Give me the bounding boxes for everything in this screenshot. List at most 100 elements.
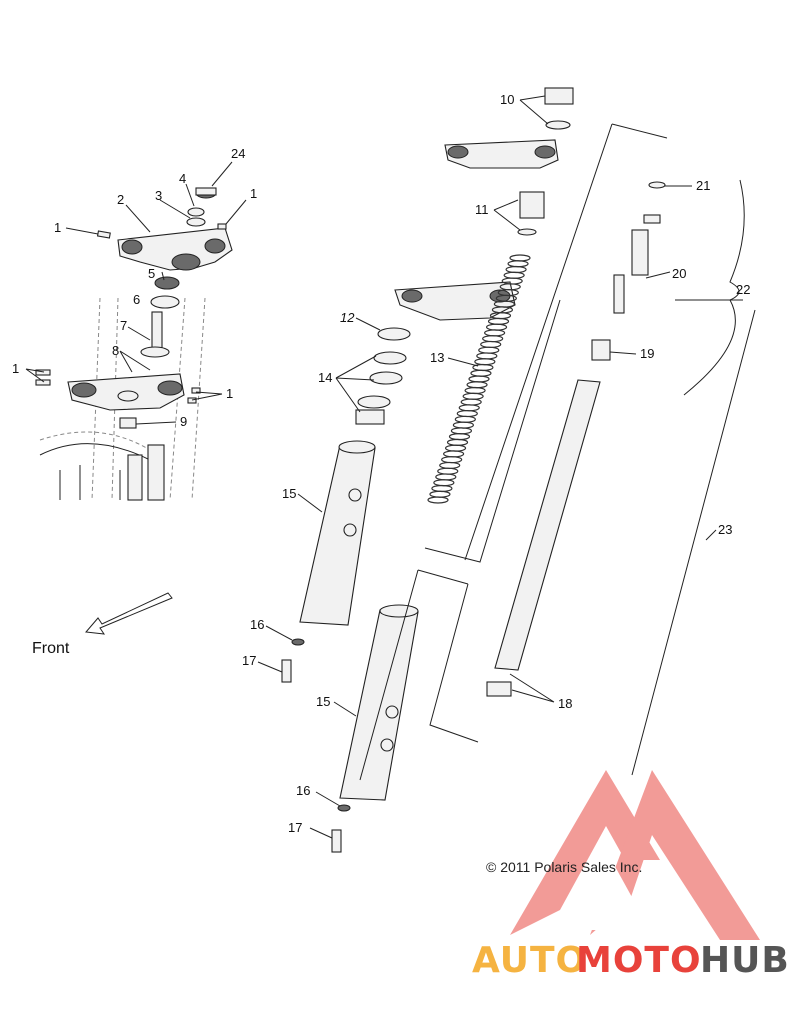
bolt-1a (96, 230, 111, 239)
label-part-15b: 15 (316, 694, 330, 709)
label-part-18: 18 (558, 696, 572, 711)
label-part-13: 13 (430, 350, 444, 365)
spring-coil (482, 335, 504, 343)
spring-coil (444, 444, 467, 452)
fork-leg-15b (339, 604, 419, 801)
oring-10 (545, 120, 571, 130)
spring-coil (505, 265, 527, 274)
bolt-1d (35, 379, 51, 386)
upper-triple-clamp-right (444, 139, 559, 169)
callout-labels: 1 2 3 4 24 1 5 6 7 8 1 1 9 10 11 12 13 1… (12, 92, 750, 835)
bolt-1e (191, 387, 201, 394)
spring-coil (507, 260, 529, 268)
spring-coil (476, 352, 498, 360)
spring-coil (456, 409, 478, 418)
watermark-auto: AUTO (472, 940, 587, 981)
watermark-moto: MOTO (576, 940, 702, 981)
damper-rod-20 (613, 214, 661, 314)
spring-coil (448, 433, 471, 441)
watermark-triangle-inner (560, 850, 650, 930)
spring-coil (454, 415, 476, 423)
ring-12 (377, 327, 411, 341)
bolt-17a (281, 659, 292, 683)
bushing-18 (486, 681, 512, 697)
spring-coil (431, 484, 453, 493)
cap-24-body (195, 187, 217, 196)
label-part-12: 12 (340, 310, 355, 325)
label-part-7: 7 (120, 318, 127, 333)
spring-coil (435, 473, 457, 481)
spring-coil (474, 358, 496, 366)
label-part-21: 21 (696, 178, 710, 193)
label-part-1d: 1 (226, 386, 233, 401)
spring-coil (464, 386, 486, 395)
spring-coil (462, 392, 484, 400)
label-part-4: 4 (179, 171, 186, 186)
upper-triple-clamp-left (117, 227, 233, 271)
spring-coil (503, 271, 525, 279)
spring-coil (446, 438, 469, 446)
watermark-logo (510, 770, 760, 940)
bolt-1b (217, 223, 227, 230)
spring-coil (452, 421, 474, 429)
spring-coil (441, 456, 463, 464)
label-part-16b: 16 (296, 783, 310, 798)
label-part-6: 6 (133, 292, 140, 307)
label-part-9: 9 (180, 414, 187, 429)
ring-14c (357, 395, 391, 409)
stem-washer (140, 346, 170, 358)
spring-coil (433, 479, 455, 487)
bolt-1f (187, 397, 197, 404)
washer-16b (337, 804, 351, 812)
spring-coil (501, 277, 523, 285)
spring-coil (480, 340, 502, 349)
lower-triple-clamp-right (394, 281, 516, 321)
label-part-14: 14 (318, 370, 332, 385)
oring-11 (517, 228, 537, 236)
washer-16a (291, 638, 305, 646)
label-part-24: 24 (231, 146, 245, 161)
spring-coil (509, 254, 531, 262)
spring-coil (466, 381, 488, 389)
fork-leg-15a (299, 440, 376, 626)
spring-coil (468, 375, 490, 383)
label-part-1c: 1 (12, 361, 19, 376)
front-arrow (85, 592, 173, 635)
lower-triple-clamp-left (67, 373, 185, 411)
bolt-1c (35, 369, 51, 376)
label-part-2: 2 (117, 192, 124, 207)
seal-6 (150, 295, 180, 309)
label-part-5: 5 (148, 266, 155, 281)
front-label: Front (32, 640, 70, 657)
spring-coil (439, 461, 461, 470)
context-fork-tubes (39, 297, 206, 501)
label-part-1a: 1 (54, 220, 61, 235)
copyright-text: © 2011 Polaris Sales Inc. (486, 859, 642, 875)
clip-21 (648, 181, 666, 189)
bushing-11 (519, 191, 545, 219)
label-part-16a: 16 (250, 617, 264, 632)
washer-3 (186, 217, 206, 227)
spring-coil (427, 496, 449, 504)
label-part-23: 23 (718, 522, 732, 537)
watermark-triangle-right (590, 770, 760, 940)
label-part-19: 19 (640, 346, 654, 361)
spring-13 (427, 254, 531, 504)
label-part-20: 20 (672, 266, 686, 281)
ring-14b (369, 371, 403, 385)
spring-coil (485, 323, 508, 331)
label-part-3: 3 (155, 188, 162, 203)
ring-14a (373, 351, 407, 365)
spring-coil (487, 317, 510, 325)
spring-coil (478, 346, 500, 354)
label-part-8: 8 (112, 343, 119, 358)
spring-coil (458, 404, 480, 412)
bearing-5 (154, 276, 180, 290)
assembly-outline (359, 123, 756, 781)
spring-coil (429, 490, 451, 498)
label-part-17a: 17 (242, 653, 256, 668)
spring-coil (484, 329, 506, 337)
steering-stem-7 (151, 311, 163, 351)
